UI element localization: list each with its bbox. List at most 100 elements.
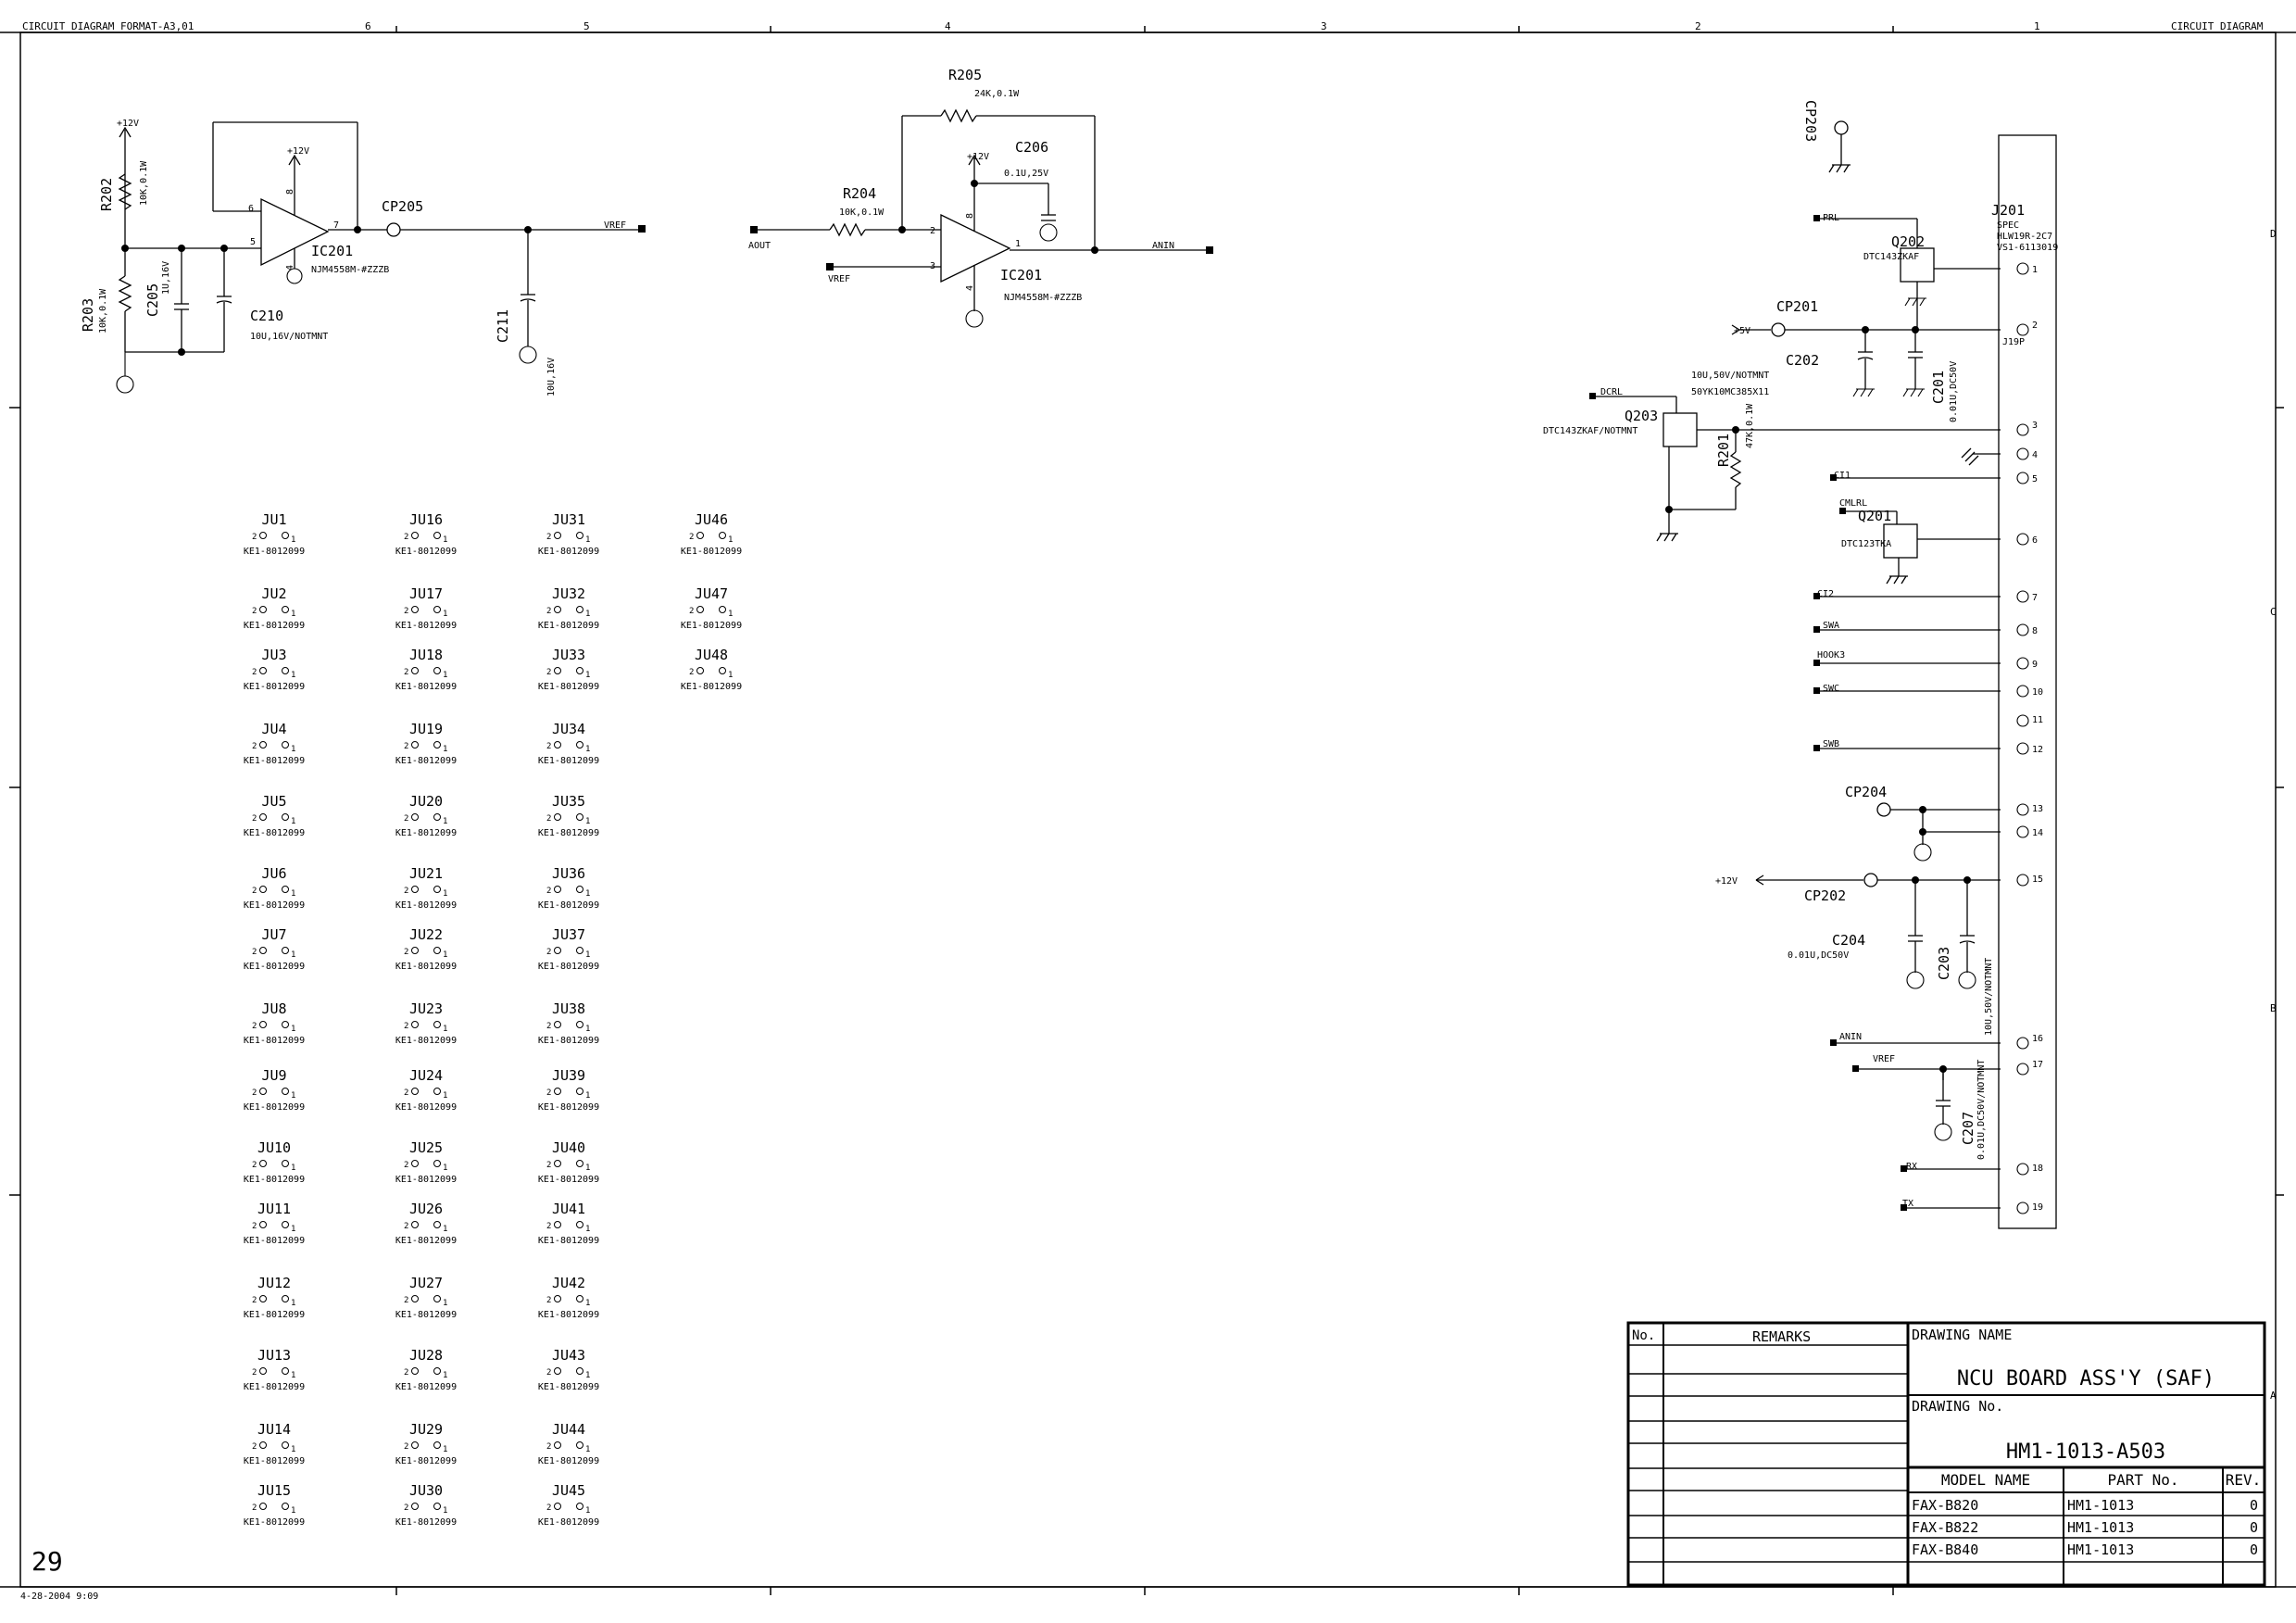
jumper-contact-right bbox=[282, 1503, 289, 1510]
jumper-pin-2: 2 bbox=[546, 607, 551, 616]
jumper-contact-left bbox=[554, 532, 561, 539]
column-markers: 6 5 4 3 2 1 bbox=[365, 20, 2040, 32]
net-anin-out: ANIN bbox=[1152, 241, 1174, 251]
ic201a-pin-5: 5 bbox=[250, 237, 256, 247]
jumper-ref: JU41 bbox=[552, 1201, 585, 1217]
c205-value: 1U,16V bbox=[161, 261, 171, 295]
jumper-ref: JU20 bbox=[409, 793, 443, 810]
jumper-part-number: KE1-8012099 bbox=[681, 547, 742, 557]
jumper-pin-1: 1 bbox=[443, 535, 447, 545]
column-marker-4: 4 bbox=[945, 20, 951, 32]
ic201a-ref: IC201 bbox=[311, 243, 353, 259]
jumper-contact-right bbox=[576, 606, 583, 613]
tb-part-header: PART No. bbox=[2107, 1471, 2178, 1489]
jumper-contact-right bbox=[719, 532, 726, 539]
jumper-pin-2: 2 bbox=[252, 533, 257, 542]
jumper-ref: JU9 bbox=[261, 1067, 286, 1084]
jumper-ref: JU5 bbox=[261, 793, 286, 810]
jumper-part-number: KE1-8012099 bbox=[538, 1236, 599, 1246]
jumper-part-number: KE1-8012099 bbox=[395, 1102, 457, 1113]
row-marker-b: B bbox=[2270, 1002, 2277, 1014]
net-vref-out: VREF bbox=[604, 220, 626, 231]
jumper-pin-1: 1 bbox=[443, 889, 447, 899]
r203-ref: R203 bbox=[80, 298, 96, 332]
jumper-contact-right bbox=[282, 1160, 289, 1167]
connector-labels: J201 SPEC HLW19R-2C7 VS1-6113019 J19P CP… bbox=[1543, 100, 2058, 1209]
jumper-pin-2: 2 bbox=[689, 533, 694, 542]
ic201b-pin-8: 8 bbox=[965, 213, 975, 219]
jumper-contact-left bbox=[259, 1295, 267, 1302]
jumper-pin-2: 2 bbox=[252, 668, 257, 677]
jumper-ref: JU17 bbox=[409, 585, 443, 602]
signal-swc: SWC bbox=[1823, 684, 1839, 694]
r204-value: 10K,0.1W bbox=[839, 208, 885, 218]
jumper-pin-2: 2 bbox=[546, 742, 551, 751]
jumper-contact-left bbox=[554, 1160, 561, 1167]
jumper-pin-2: 2 bbox=[252, 1222, 257, 1231]
jumper-pin-2: 2 bbox=[546, 1088, 551, 1098]
jumper-pin-1: 1 bbox=[443, 610, 447, 619]
jumper-pin-2: 2 bbox=[252, 948, 257, 957]
jumper-pin-1: 1 bbox=[443, 1091, 447, 1101]
jumper-pin-1: 1 bbox=[585, 1445, 590, 1454]
jumper-pin-1: 1 bbox=[585, 1164, 590, 1173]
jumper-pin-1: 1 bbox=[585, 889, 590, 899]
c204-value: 0.01U,DC50V bbox=[1788, 950, 1849, 961]
jumper-pin-2: 2 bbox=[689, 607, 694, 616]
j201-body bbox=[1998, 134, 2057, 1229]
row-marker-d: D bbox=[2270, 228, 2277, 240]
print-timestamp: 4-28-2004 9:09 bbox=[20, 1592, 98, 1602]
jumper-ref: JU35 bbox=[552, 793, 585, 810]
column-marker-6: 6 bbox=[365, 20, 371, 32]
tb-rev-header: REV. bbox=[2226, 1471, 2262, 1489]
c207-ref: C207 bbox=[1960, 1112, 1976, 1145]
jumper-part-number: KE1-8012099 bbox=[395, 621, 457, 631]
jumper-ref: JU44 bbox=[552, 1421, 585, 1438]
connector-grounds bbox=[1852, 297, 1976, 1141]
jumper-part-number: KE1-8012099 bbox=[395, 1382, 457, 1392]
jumper-pin-2: 2 bbox=[546, 948, 551, 957]
j201-spec: SPEC bbox=[1997, 220, 2019, 231]
jumper-pin-2: 2 bbox=[252, 1368, 257, 1378]
jumper-contact-right bbox=[576, 1160, 583, 1167]
jumper-ref: JU7 bbox=[261, 926, 286, 943]
jumper-ref: JU34 bbox=[552, 721, 585, 737]
ic201b-pin-2: 2 bbox=[930, 226, 935, 236]
jumper-pin-2: 2 bbox=[404, 1088, 408, 1098]
jumper-pin-1: 1 bbox=[443, 1299, 447, 1308]
jumper-contact-right bbox=[282, 1021, 289, 1028]
jumper-contact-right bbox=[433, 886, 441, 893]
jumper-pin-2: 2 bbox=[252, 887, 257, 896]
tb-rev-1: 0 bbox=[2250, 1497, 2258, 1514]
c211-ref: C211 bbox=[495, 309, 511, 343]
jumper-contact-right bbox=[576, 741, 583, 749]
jumper-part-number: KE1-8012099 bbox=[395, 1236, 457, 1246]
jumper-pin-1: 1 bbox=[585, 1506, 590, 1516]
r202-value: 10K,0.1W bbox=[139, 160, 149, 206]
signal-anin: ANIN bbox=[1839, 1032, 1862, 1042]
row-marker-a: A bbox=[2270, 1390, 2277, 1402]
jumper-pin-2: 2 bbox=[404, 814, 408, 824]
jumper-contact-right bbox=[433, 813, 441, 821]
jumper-contact-right bbox=[576, 532, 583, 539]
tb-drawing-no: HM1-1013-A503 bbox=[2006, 1441, 2165, 1464]
jumper-ref: JU28 bbox=[409, 1347, 443, 1364]
jumper-contact-left bbox=[411, 1021, 419, 1028]
jumper-pin-1: 1 bbox=[585, 1025, 590, 1034]
jumper-pin-1: 1 bbox=[585, 610, 590, 619]
jumper-contact-left bbox=[411, 1088, 419, 1095]
jumper-pin-1: 1 bbox=[291, 1299, 295, 1308]
signal-rx: RX bbox=[1906, 1162, 1917, 1172]
jumper-pin-1: 1 bbox=[585, 671, 590, 680]
ic201b-part: NJM4558M-#ZZZB bbox=[1004, 293, 1082, 303]
